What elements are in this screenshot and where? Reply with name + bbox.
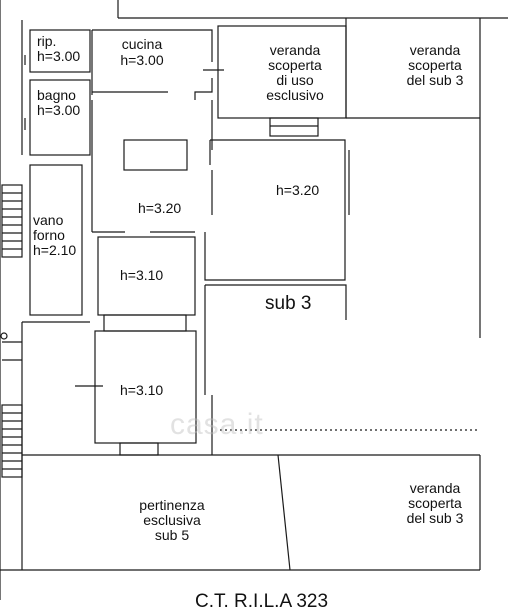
stair-lower	[1, 404, 23, 478]
room-310-upper-passage	[103, 314, 187, 332]
label-cucina-height: h=3.00	[120, 52, 164, 68]
label-veranda-sub3-bottom: veranda scoperta del sub 3	[406, 480, 464, 526]
label-veranda-uso-esclusivo: veranda scoperta di uso esclusivo	[266, 42, 324, 103]
label-cucina: cucina	[121, 36, 163, 52]
cucina-right	[194, 78, 213, 100]
sub3-top	[205, 284, 347, 320]
label-h320-left: h=3.20	[138, 200, 182, 216]
room-320-right	[204, 139, 346, 281]
label-sub3: sub 3	[265, 293, 312, 314]
label-bottom-cut: C.T. R.I.L.A 323	[195, 591, 329, 612]
label-veranda-sub3-top: veranda scoperta del sub 3	[406, 42, 464, 88]
veranda-step	[269, 117, 319, 137]
label-bagno-height: h=3.00	[37, 102, 81, 118]
fixture-circle	[0, 332, 8, 340]
pertinenza-divider	[277, 454, 291, 571]
label-bagno: bagno	[37, 87, 76, 103]
watermark: casa.it	[170, 408, 264, 441]
cucina-top	[92, 29, 213, 62]
label-pertinenza: pertinenza esclusiva sub 5	[139, 497, 205, 543]
label-vano-forno: vano forno h=2.10	[33, 212, 77, 258]
hall-table	[123, 139, 188, 171]
stair-upper	[1, 184, 23, 258]
vano-forno	[29, 164, 83, 316]
label-h310-upper: h=3.10	[120, 267, 164, 283]
label-rip: rip.	[37, 33, 57, 49]
rip-room	[29, 29, 91, 73]
bagno-room	[29, 79, 91, 156]
label-h320-right: h=3.20	[276, 182, 320, 198]
label-rip-height: h=3.00	[37, 48, 81, 64]
lower-step	[119, 442, 159, 456]
label-h310-lower: h=3.10	[120, 382, 164, 398]
